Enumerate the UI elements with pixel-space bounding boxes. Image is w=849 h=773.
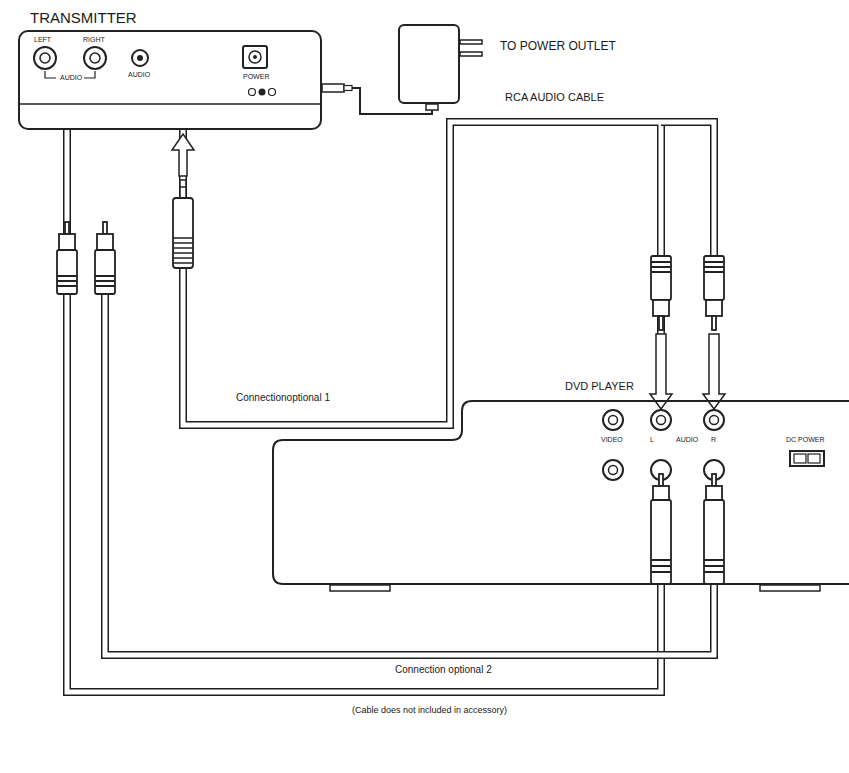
plug-grip <box>173 238 193 263</box>
device-title: DVD PLAYER <box>565 380 634 393</box>
rca-jack <box>603 410 623 430</box>
jack-label: POWER <box>243 73 269 81</box>
rca-jack-core <box>90 53 100 63</box>
dc-plug <box>322 84 344 92</box>
cable-wire-core <box>661 122 714 258</box>
rca-plug-body <box>57 250 77 294</box>
jack-label: AUDIO <box>60 74 82 82</box>
rca-plug-pin <box>659 316 663 330</box>
mini-jack-core <box>137 55 143 61</box>
jack-label: VIDEO <box>601 436 623 444</box>
dc-jack-core <box>249 51 261 63</box>
rca-plug-collar <box>59 234 75 250</box>
rca-jack-core <box>657 416 666 425</box>
dc-plug-collar <box>344 86 352 91</box>
dvd-jacks <box>603 410 724 480</box>
connection-label: Connection optional 2 <box>395 664 492 676</box>
dc-jack <box>243 46 267 68</box>
note-text: (Cable does not included in accessory) <box>352 705 507 715</box>
adapter-cable-nub <box>426 104 438 110</box>
cable-outline <box>67 130 661 692</box>
jack-label: AUDIO <box>676 436 698 444</box>
dvd-foot <box>760 585 820 591</box>
insert-arrow <box>650 334 672 409</box>
rca-jack-core <box>609 416 618 425</box>
jack-label: LEFT <box>34 36 51 44</box>
device-outline <box>272 400 849 585</box>
jack-label: AUDIO <box>128 71 150 79</box>
switch-symbol <box>249 89 256 96</box>
device-title: TO POWER OUTLET <box>500 40 616 54</box>
adapter-prong <box>460 52 482 56</box>
plug-grip <box>57 276 77 286</box>
mini-plug-body <box>173 198 193 268</box>
rca-plug-collar <box>653 300 669 316</box>
jack-label: RIGHT <box>83 36 105 44</box>
transmitter-base-line <box>20 103 320 105</box>
dc-jack-pin <box>253 55 257 59</box>
cable-wire-core <box>105 294 714 655</box>
cable-core <box>183 122 661 425</box>
rca-jack-core <box>609 466 618 475</box>
plug-grip <box>95 276 115 286</box>
device-title: TRANSMITTER <box>30 9 137 26</box>
jack-label: R <box>711 436 716 444</box>
rca-plug-pin <box>712 474 716 486</box>
cable-label: RCA AUDIO CABLE <box>505 91 604 104</box>
rca-plug-pin <box>659 474 663 486</box>
rca-jack <box>603 460 623 480</box>
rca-jack-core <box>710 416 719 425</box>
plug-grip <box>651 262 671 272</box>
power-switch-key <box>794 454 806 463</box>
rca-plug <box>651 256 724 330</box>
switch-symbol <box>259 89 266 96</box>
cable-wire <box>105 294 714 655</box>
adapter-prong <box>460 40 482 44</box>
rca-plug-collar <box>706 486 722 500</box>
cable-core <box>67 130 661 692</box>
rca-plug-body <box>651 256 671 300</box>
rca-plug-collar <box>653 486 669 500</box>
dvd-player-box: DVD PLAYER <box>272 400 849 585</box>
power-adapter: TO POWER OUTLET <box>398 24 460 104</box>
audio-cable <box>67 130 661 692</box>
rca-jack <box>84 47 106 69</box>
rca-plug-body <box>95 250 115 294</box>
plug-grip <box>704 560 724 572</box>
rca-plug <box>57 222 115 294</box>
insert-arrow <box>172 134 194 176</box>
jack-label: L <box>650 436 654 444</box>
cable-outline <box>183 122 661 425</box>
rca-plug-pin <box>712 316 716 330</box>
device-outline-path <box>273 401 849 584</box>
mini-jack <box>132 50 148 66</box>
plug-grip <box>651 560 671 572</box>
rca-plug-pin <box>65 222 69 234</box>
rca-plug <box>651 474 724 584</box>
rca-plug-body <box>704 500 724 584</box>
cable-wire <box>661 122 714 258</box>
rca-jack-core <box>40 53 50 63</box>
rca-plug-body <box>651 500 671 584</box>
connection-label: Connectionoptional 1 <box>236 392 330 404</box>
switch-label: DC POWER <box>786 436 825 444</box>
plug-grip <box>704 262 724 272</box>
rca-jack <box>34 47 56 69</box>
rca-plug-collar <box>97 234 113 250</box>
switch-symbol <box>269 89 276 96</box>
power-switch-key <box>808 454 820 463</box>
mini-plug-ring <box>180 186 186 188</box>
mini-plug-tip <box>180 180 186 198</box>
rca-plug-body <box>704 256 724 300</box>
audio-cable <box>183 122 661 425</box>
rca-jack <box>704 410 724 430</box>
dvd-foot <box>330 585 390 591</box>
power-switch <box>790 451 824 466</box>
rca-jack <box>651 410 671 430</box>
insert-arrow <box>703 334 725 409</box>
rca-plug-collar <box>706 300 722 316</box>
rca-plug-pin <box>103 222 107 234</box>
